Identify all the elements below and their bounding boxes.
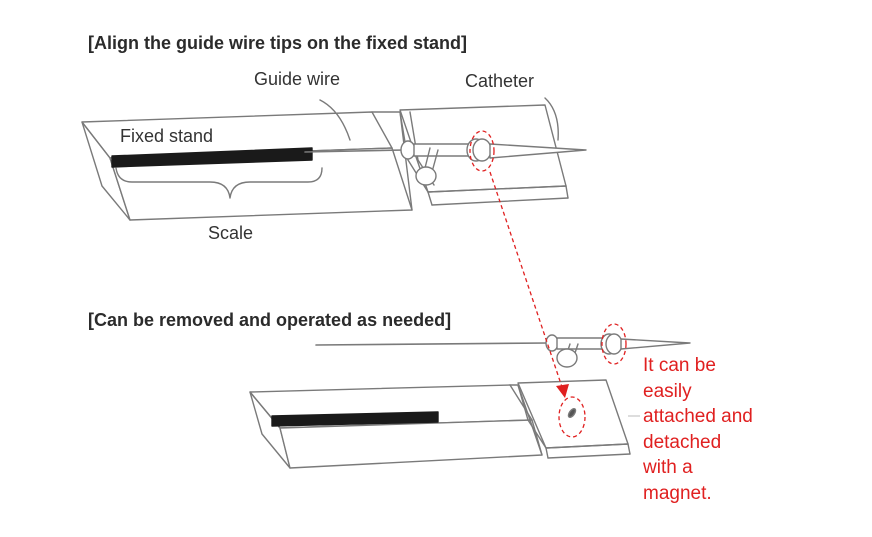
magnet-note-line: attached and xyxy=(643,406,753,427)
guide-wire-label: Guide wire xyxy=(254,69,341,89)
heading-top: [Align the guide wire tips on the fixed … xyxy=(88,33,468,53)
catheter-assembly-top xyxy=(400,138,587,186)
scale-bar-top xyxy=(111,147,313,168)
magnet-note: It can be easily attached and detached w… xyxy=(643,353,753,506)
magnet-note-line: detached xyxy=(643,431,722,453)
catheter-assembly-bottom xyxy=(545,333,691,368)
magnet-slot xyxy=(567,407,577,419)
catheter-leader xyxy=(544,97,559,141)
magnet-note-line: magnet. xyxy=(643,482,712,504)
fixed-stand-top xyxy=(81,104,569,221)
scale-bar-bottom xyxy=(271,411,439,427)
magnet-highlight-middle xyxy=(601,323,627,365)
heading-bottom: [Can be removed and operated as needed] xyxy=(88,310,452,330)
magnet-note-line: easily xyxy=(643,380,692,402)
fixed-stand-label: Fixed stand xyxy=(120,126,214,146)
magnet-highlight-top xyxy=(469,130,495,172)
guide-wire-top xyxy=(304,149,406,153)
scale-brace xyxy=(115,167,323,199)
magnet-highlight-bottom xyxy=(558,396,586,438)
catheter-label: Catheter xyxy=(465,71,535,91)
magnet-note-line: with a xyxy=(643,457,693,478)
guide-wire-leader xyxy=(319,99,351,141)
detach-arrow-line xyxy=(489,171,564,391)
guide-wire-bottom xyxy=(315,342,549,346)
scale-label: Scale xyxy=(208,223,254,243)
detach-arrow-head xyxy=(556,384,569,398)
magnet-note-line: It can be xyxy=(643,355,716,376)
